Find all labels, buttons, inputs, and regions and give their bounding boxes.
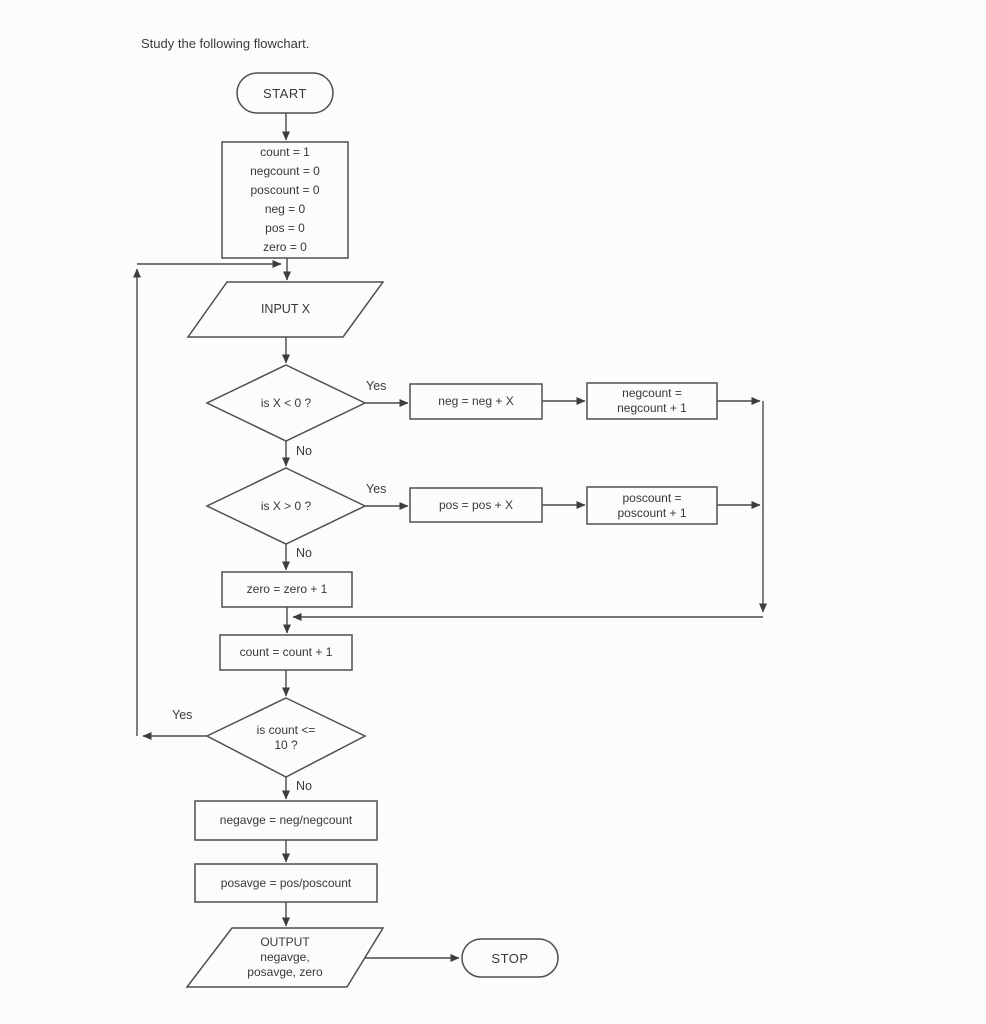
poscount-line: poscount + 1 xyxy=(617,505,687,520)
input-label: INPUT X xyxy=(260,302,311,316)
output-line: negavge, xyxy=(260,950,310,964)
nodes xyxy=(185,72,718,988)
start-terminator-label: START xyxy=(263,85,307,101)
negavge-process-shape xyxy=(194,800,378,841)
input-parallelogram-shape xyxy=(186,281,385,338)
edge-label-neg-no: No xyxy=(296,444,312,458)
zero-process-shape xyxy=(221,571,353,608)
init-process-label: count = 1 negcount = 0 poscount = 0 neg … xyxy=(222,142,348,258)
posavge-process-shape xyxy=(194,863,378,903)
start-terminator-shape xyxy=(236,72,334,114)
instruction-text: Study the following flowchart. xyxy=(141,36,310,51)
output-line: posavge, zero xyxy=(247,965,323,979)
negcount-line: negcount = xyxy=(622,386,682,400)
decision-pos-label: is X > 0 ? xyxy=(260,498,312,513)
stop-terminator-label: STOP xyxy=(491,950,529,966)
neg-process-shape xyxy=(409,383,543,420)
edge-label-loop-no: No xyxy=(296,779,312,793)
neg-process-label: neg = neg + X xyxy=(438,394,514,408)
poscount-line: poscount = xyxy=(622,490,682,505)
edge-label-pos-no: No xyxy=(296,546,312,560)
decision-loop-line: 10 ? xyxy=(274,737,298,752)
edge-label-neg-yes: Yes xyxy=(366,379,387,393)
decision-neg-label: is X < 0 ? xyxy=(260,395,312,410)
output-label: OUTPUT negavge, posavge, zero xyxy=(187,928,383,987)
init-line: zero = 0 xyxy=(263,240,307,254)
output-parallelogram-shape xyxy=(185,927,385,988)
negcount-line: negcount + 1 xyxy=(617,401,687,415)
stop-terminator-shape xyxy=(461,938,559,978)
init-line: neg = 0 xyxy=(264,202,306,216)
init-process-shape xyxy=(221,141,349,259)
pos-process-shape xyxy=(409,487,543,523)
init-line: poscount = 0 xyxy=(250,183,320,197)
decision-loop-label: is count <= 10 ? xyxy=(207,698,365,777)
decision-loop-line: is count <= xyxy=(256,722,316,737)
init-line: negcount = 0 xyxy=(250,164,320,178)
edge-label-pos-yes: Yes xyxy=(366,482,387,496)
connectors xyxy=(133,113,767,962)
zero-process-label: zero = zero + 1 xyxy=(246,582,328,596)
poscount-process-label: poscount = poscount + 1 xyxy=(587,487,717,524)
poscount-process-shape xyxy=(586,486,718,525)
count-process-label: count = count + 1 xyxy=(239,645,333,659)
decision-pos-shape xyxy=(205,467,367,545)
posavge-process-label: posavge = pos/poscount xyxy=(220,875,352,890)
negcount-process-shape xyxy=(586,382,718,420)
init-line: pos = 0 xyxy=(265,221,305,235)
count-process-shape xyxy=(219,634,353,671)
decision-neg-shape xyxy=(205,364,367,442)
init-line: count = 1 xyxy=(260,145,310,159)
edge-label-loop-yes: Yes xyxy=(172,708,193,722)
pos-process-label: pos = pos + X xyxy=(438,497,514,512)
decision-loop-shape xyxy=(205,697,367,778)
output-line: OUTPUT xyxy=(260,935,310,949)
negcount-process-label: negcount = negcount + 1 xyxy=(587,383,717,419)
negavge-process-label: negavge = neg/negcount xyxy=(219,813,353,827)
